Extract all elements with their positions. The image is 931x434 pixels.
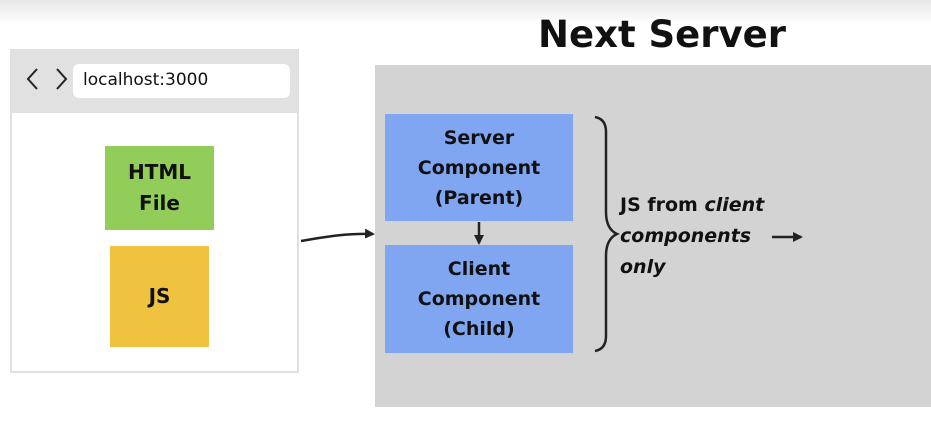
server-component-line3: (Parent) bbox=[434, 186, 524, 209]
server-component-line1: Server bbox=[443, 126, 515, 149]
client-component-line1: Client bbox=[447, 258, 511, 280]
js-file-box: JS bbox=[110, 246, 209, 347]
client-component-line3: (Child) bbox=[443, 318, 515, 340]
client-component-line2: Component bbox=[417, 288, 541, 310]
js-note-italic-components: components bbox=[620, 225, 752, 247]
chevron-right-icon[interactable] bbox=[52, 66, 70, 92]
js-note-plain: JS from bbox=[620, 194, 705, 216]
server-component-box: Server Component (Parent) bbox=[385, 114, 573, 221]
js-file-label: JS bbox=[148, 284, 171, 308]
curly-brace bbox=[594, 115, 621, 353]
html-file-box: HTML File bbox=[105, 146, 214, 230]
chevron-left-icon[interactable] bbox=[24, 66, 42, 92]
top-shadow bbox=[0, 0, 931, 24]
js-note: JS from client components only bbox=[620, 190, 764, 283]
client-component-box: Client Component (Child) bbox=[385, 245, 573, 353]
js-note-italic-only: only bbox=[620, 256, 666, 278]
html-file-label-line1: HTML bbox=[127, 160, 192, 184]
html-file-label-line2: File bbox=[139, 191, 180, 215]
js-note-italic-client: client bbox=[704, 194, 765, 216]
js-note-line1: JS from client bbox=[620, 190, 764, 221]
server-component-line2: Component bbox=[417, 156, 541, 179]
browser-window: localhost:3000 HTML File JS bbox=[10, 49, 299, 373]
address-bar[interactable]: localhost:3000 bbox=[73, 64, 290, 98]
js-note-line3: only bbox=[620, 252, 764, 283]
js-note-line2: components bbox=[620, 221, 764, 252]
browser-toolbar: localhost:3000 bbox=[12, 51, 297, 113]
request-arrow bbox=[300, 228, 375, 243]
server-title: Next Server bbox=[538, 13, 786, 56]
